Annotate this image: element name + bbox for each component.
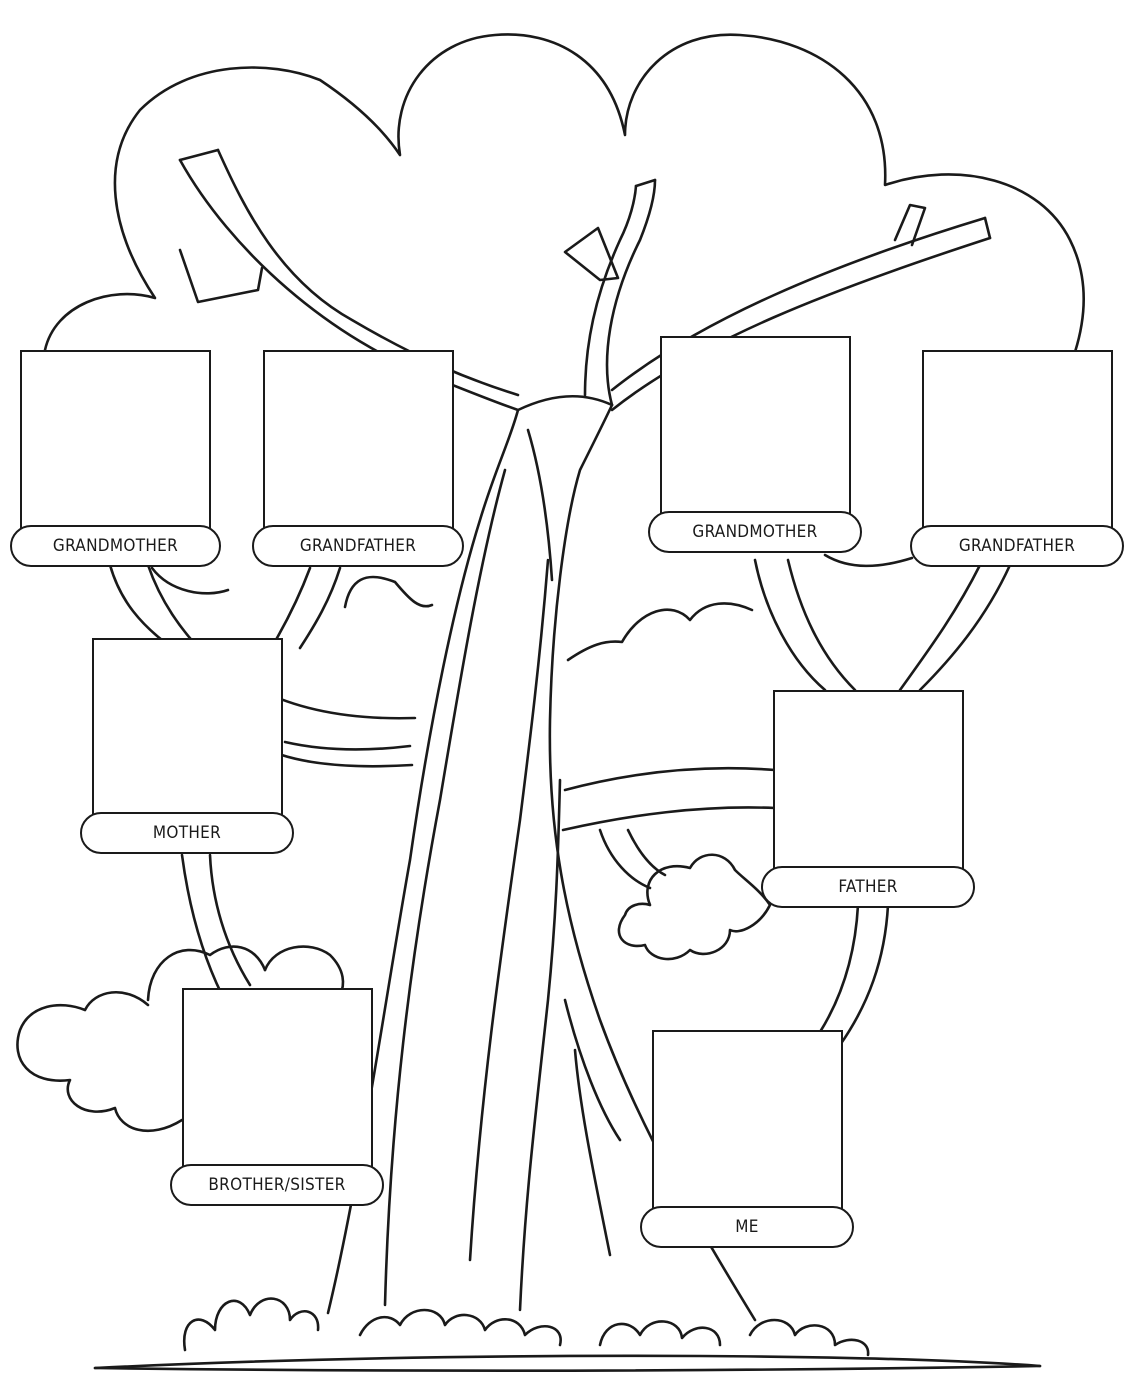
photo-frame-me	[652, 1030, 843, 1212]
photo-frame-mother	[92, 638, 283, 818]
cloud-left	[17, 992, 182, 1131]
label-sibling: BROTHER/SISTER	[170, 1164, 384, 1206]
canopy-lower-left	[345, 577, 432, 607]
canopy-left-ring	[152, 568, 228, 593]
label-paternal-grandfather: GRANDFATHER	[910, 525, 1124, 567]
branch-sibling	[182, 855, 222, 995]
photo-frame-paternal-grandmother	[660, 336, 851, 516]
branch-mother	[260, 690, 415, 718]
label-maternal-grandfather: GRANDFATHER	[252, 525, 464, 567]
grass	[184, 1299, 318, 1350]
label-me: ME	[640, 1206, 854, 1248]
label-maternal-grandmother: GRANDMOTHER	[10, 525, 221, 567]
branch-me	[820, 905, 858, 1032]
label-mother: MOTHER	[80, 812, 294, 854]
trunk-texture	[385, 470, 505, 1305]
label-paternal-grandmother: GRANDMOTHER	[648, 511, 862, 553]
photo-frame-father	[773, 690, 964, 872]
photo-frame-sibling	[182, 988, 373, 1170]
canopy-lower-middle	[568, 603, 752, 660]
photo-frame-paternal-grandfather	[922, 350, 1113, 530]
ground-line	[95, 1356, 1040, 1368]
canopy-lower-right	[825, 555, 912, 566]
label-father: FATHER	[761, 866, 975, 908]
photo-frame-maternal-grandfather	[263, 350, 454, 530]
photo-frame-maternal-grandmother	[20, 350, 211, 530]
branch-father	[565, 768, 775, 790]
cloud-right	[619, 855, 770, 959]
